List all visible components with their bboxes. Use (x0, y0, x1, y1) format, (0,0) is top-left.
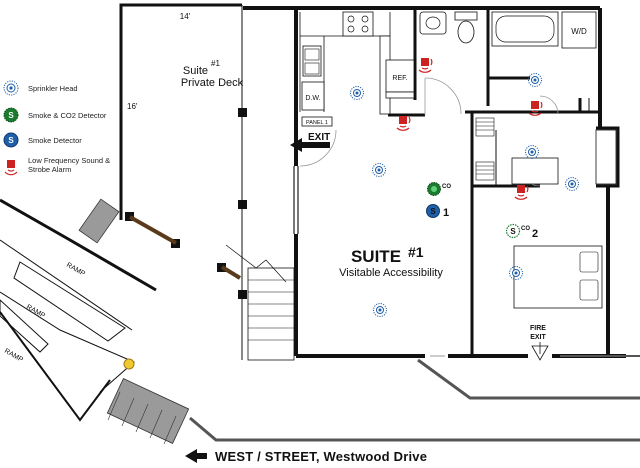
sprinkler-head (372, 163, 386, 177)
co2-detector-2: S CO 2 (505, 223, 538, 240)
deck-dim-width: 14' (180, 12, 191, 21)
washer-dryer-label: W/D (571, 27, 587, 36)
sprinkler-head (528, 73, 542, 87)
street-label: WEST / STREET, Westwood Drive (185, 448, 427, 464)
smoke-detector-1-letter: S (430, 207, 436, 216)
dishwasher-label: D.W. (305, 95, 320, 102)
smoke-detector-1: S 1 (426, 204, 449, 219)
smoke-detector-1-number: 1 (443, 207, 449, 219)
legend-label-alarm: Low Frequency Sound & Strobe Alarm (28, 156, 111, 174)
legend-item-smoke: S Smoke Detector (0, 129, 116, 151)
sprinkler-head-icon (3, 80, 19, 96)
deck-title-num: #1 (211, 59, 220, 68)
bedroom-furniture (475, 117, 617, 309)
legend-item-alarm: Low Frequency Sound & Strobe Alarm (0, 154, 116, 176)
smoke-co2-detector-icon: S (3, 107, 19, 123)
legend-item-sprinkler: Sprinkler Head (0, 77, 116, 99)
legend-item-co2: S Smoke & CO2 Detector (0, 104, 116, 126)
ramps: RAMP RAMP RAMP (0, 198, 190, 445)
sprinkler-head (565, 177, 579, 191)
sprinkler-head (373, 303, 387, 317)
refrigerator-label: REF. (392, 75, 407, 82)
panel-label: PANEL 1 (306, 120, 328, 126)
exit-label: EXIT (308, 132, 330, 143)
co2-detector-1: CO (427, 182, 451, 196)
deck-dim-length: 16' (127, 102, 138, 111)
exits: EXIT FIRE EXIT (290, 129, 549, 361)
ramp-label-2: RAMP (25, 304, 46, 320)
legend-label-co2: Smoke & CO2 Detector (28, 110, 107, 120)
strobe-alarm (418, 57, 433, 73)
suite-title-num: #1 (408, 244, 424, 260)
private-deck: 14' 16' Suite #1 Private Deck (119, 3, 247, 360)
deck-title-line1: Suite (183, 65, 208, 77)
street-lines (189, 355, 640, 442)
detectors: CO S 1 S CO 2 (426, 182, 538, 240)
co2-detector-2-letter: S (510, 227, 516, 236)
arrow-left-icon (185, 449, 207, 463)
street-name: WEST / STREET, Westwood Drive (215, 448, 428, 464)
sprinkler-head (350, 86, 364, 100)
sprinkler-head (525, 145, 539, 159)
suite-title-text: SUITE (351, 247, 401, 266)
legend-label-sprinkler: Sprinkler Head (28, 83, 78, 93)
co2-detector-1-co: CO (442, 184, 451, 190)
suite-title: SUITE #1 Visitable Accessibility (339, 244, 443, 279)
suite-subtitle: Visitable Accessibility (339, 267, 443, 279)
co2-detector-2-co: CO (521, 226, 530, 232)
ramp-label-1: RAMP (65, 262, 86, 278)
strobe-alarm (396, 115, 411, 131)
fire-exit-line1: FIRE (530, 325, 546, 332)
deck-title-line2: Private Deck (181, 77, 244, 89)
co2-detector-2-number: 2 (532, 228, 538, 240)
kitchen: D.W. REF. PANEL 1 (299, 11, 415, 127)
legend-label-smoke: Smoke Detector (28, 135, 82, 145)
smoke-detector-icon: S (3, 132, 19, 148)
ramp-label-3: RAMP (3, 348, 24, 364)
stairs (225, 244, 295, 361)
svg-text:S: S (8, 111, 14, 120)
bathroom: W/D (419, 11, 597, 49)
fire-exit-line2: EXIT (530, 334, 546, 341)
svg-text:S: S (8, 136, 14, 145)
low-frequency-alarm-icon (4, 160, 18, 176)
